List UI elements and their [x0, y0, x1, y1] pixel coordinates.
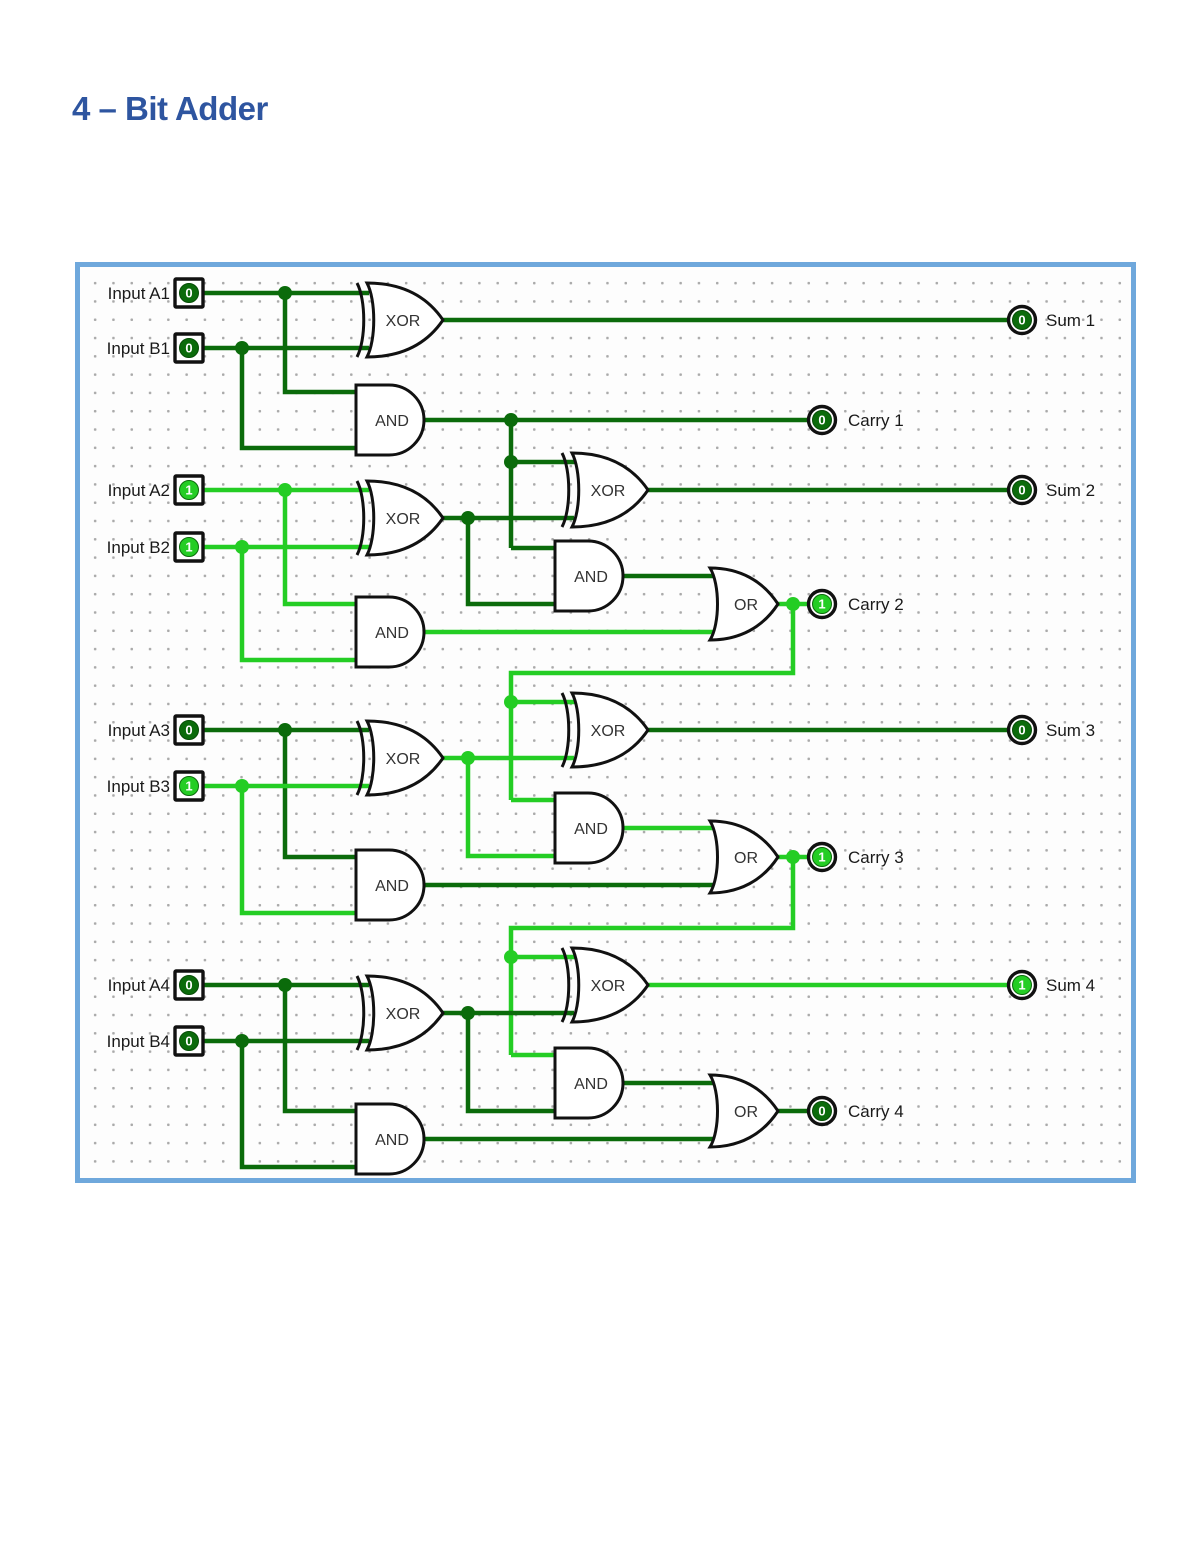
wire-carry2 [504, 597, 809, 803]
svg-text:XOR: XOR [386, 1006, 421, 1023]
xor-gate-sum3[interactable]: XOR [560, 691, 650, 769]
svg-text:XOR: XOR [386, 751, 421, 768]
input-switch-a2[interactable]: 1 [173, 474, 205, 506]
sum1-label: Sum 1 [1046, 311, 1095, 330]
carry1-label: Carry 1 [848, 411, 904, 430]
svg-text:AND: AND [574, 821, 608, 838]
svg-text:1: 1 [185, 540, 192, 555]
svg-text:0: 0 [1018, 483, 1025, 498]
svg-text:1: 1 [185, 779, 192, 794]
wire-input-a3 [204, 723, 369, 860]
input-b1-label: Input B1 [107, 339, 170, 358]
xor-gate-bit1[interactable]: XOR [355, 281, 445, 359]
output-probe-carry4[interactable]: 0 [806, 1095, 838, 1127]
wire-xor-a4-out [443, 1006, 574, 1114]
svg-text:0: 0 [185, 978, 192, 993]
input-a3-label: Input A3 [108, 721, 170, 740]
svg-text:AND: AND [375, 625, 409, 642]
output-probe-sum4[interactable]: 1 [1006, 969, 1038, 1001]
svg-text:0: 0 [185, 723, 192, 738]
input-a4-label: Input A4 [108, 976, 170, 995]
and-gate-a-bit4[interactable]: AND [553, 1046, 625, 1120]
svg-text:OR: OR [734, 597, 758, 614]
svg-text:XOR: XOR [591, 723, 626, 740]
wire-input-a1 [204, 286, 369, 395]
or-gate-carry3[interactable]: OR [708, 819, 780, 895]
input-switch-a1[interactable]: 0 [173, 277, 205, 309]
input-a1-label: Input A1 [108, 284, 170, 303]
svg-text:0: 0 [818, 413, 825, 428]
svg-text:XOR: XOR [591, 483, 626, 500]
xor-gate-sum4[interactable]: XOR [560, 946, 650, 1024]
output-probe-carry1[interactable]: 0 [806, 404, 838, 436]
output-probe-sum1[interactable]: 0 [1006, 304, 1038, 336]
output-probe-carry2[interactable]: 1 [806, 588, 838, 620]
input-b3-label: Input B3 [107, 777, 170, 796]
input-switch-b2[interactable]: 1 [173, 531, 205, 563]
svg-text:XOR: XOR [591, 978, 626, 995]
svg-text:1: 1 [185, 483, 192, 498]
svg-text:1: 1 [818, 850, 825, 865]
wire-carry3 [504, 850, 809, 1058]
xor-gate-a-bit3[interactable]: XOR [355, 719, 445, 797]
svg-text:AND: AND [574, 569, 608, 586]
svg-text:0: 0 [818, 1104, 825, 1119]
output-probe-sum3[interactable]: 0 [1006, 714, 1038, 746]
or-gate-carry4[interactable]: OR [708, 1073, 780, 1149]
wire-xor-a3-out [443, 751, 574, 859]
svg-text:XOR: XOR [386, 511, 421, 528]
and-gate-b-bit4[interactable]: AND [354, 1102, 426, 1176]
svg-text:AND: AND [375, 878, 409, 895]
svg-text:0: 0 [185, 341, 192, 356]
input-switch-b1[interactable]: 0 [173, 332, 205, 364]
svg-text:1: 1 [1018, 978, 1025, 993]
xor-gate-a-bit4[interactable]: XOR [355, 974, 445, 1052]
sum3-label: Sum 3 [1046, 721, 1095, 740]
wire-input-b2 [204, 540, 369, 663]
svg-text:0: 0 [185, 1034, 192, 1049]
and-gate-b-bit3[interactable]: AND [354, 848, 426, 922]
input-a2-label: Input A2 [108, 481, 170, 500]
svg-text:OR: OR [734, 1104, 758, 1121]
input-switch-a4[interactable]: 0 [173, 969, 205, 1001]
wire-input-b4 [204, 1034, 369, 1170]
svg-text:XOR: XOR [386, 313, 421, 330]
and-gate-bit1[interactable]: AND [354, 383, 426, 457]
carry2-label: Carry 2 [848, 595, 904, 614]
svg-text:OR: OR [734, 850, 758, 867]
and-gate-a-bit2[interactable]: AND [553, 539, 625, 613]
wire-carry1 [425, 413, 809, 551]
svg-text:0: 0 [1018, 723, 1025, 738]
input-b4-label: Input B4 [107, 1032, 170, 1051]
svg-text:AND: AND [574, 1076, 608, 1093]
xor-gate-a-bit2[interactable]: XOR [355, 479, 445, 557]
svg-text:AND: AND [375, 413, 409, 430]
input-switch-a3[interactable]: 0 [173, 714, 205, 746]
circuit-svg: XOR AND XOR XOR AND AND OR XOR XOR AND A… [107, 277, 1095, 1176]
wire-input-a4 [204, 978, 369, 1114]
wire-input-a2 [204, 483, 369, 607]
carry3-label: Carry 3 [848, 848, 904, 867]
input-switch-b4[interactable]: 0 [173, 1025, 205, 1057]
input-b2-label: Input B2 [107, 538, 170, 557]
input-switch-b3[interactable]: 1 [173, 770, 205, 802]
svg-text:0: 0 [1018, 313, 1025, 328]
and-gate-b-bit2[interactable]: AND [354, 595, 426, 669]
xor-gate-sum2[interactable]: XOR [560, 451, 650, 529]
svg-text:1: 1 [818, 597, 825, 612]
wire-input-b1 [204, 341, 369, 451]
sum4-label: Sum 4 [1046, 976, 1095, 995]
circuit-canvas: XOR AND XOR XOR AND AND OR XOR XOR AND A… [75, 262, 1136, 1183]
page-title: 4 – Bit Adder [72, 90, 268, 127]
sum2-label: Sum 2 [1046, 481, 1095, 500]
output-probe-sum2[interactable]: 0 [1006, 474, 1038, 506]
wire-input-b3 [204, 779, 369, 916]
output-probe-carry3[interactable]: 1 [806, 841, 838, 873]
or-gate-carry2[interactable]: OR [708, 566, 780, 642]
carry4-label: Carry 4 [848, 1102, 904, 1121]
svg-text:AND: AND [375, 1132, 409, 1149]
wire-xor-a2-out [443, 511, 574, 607]
and-gate-a-bit3[interactable]: AND [553, 791, 625, 865]
svg-text:0: 0 [185, 286, 192, 301]
